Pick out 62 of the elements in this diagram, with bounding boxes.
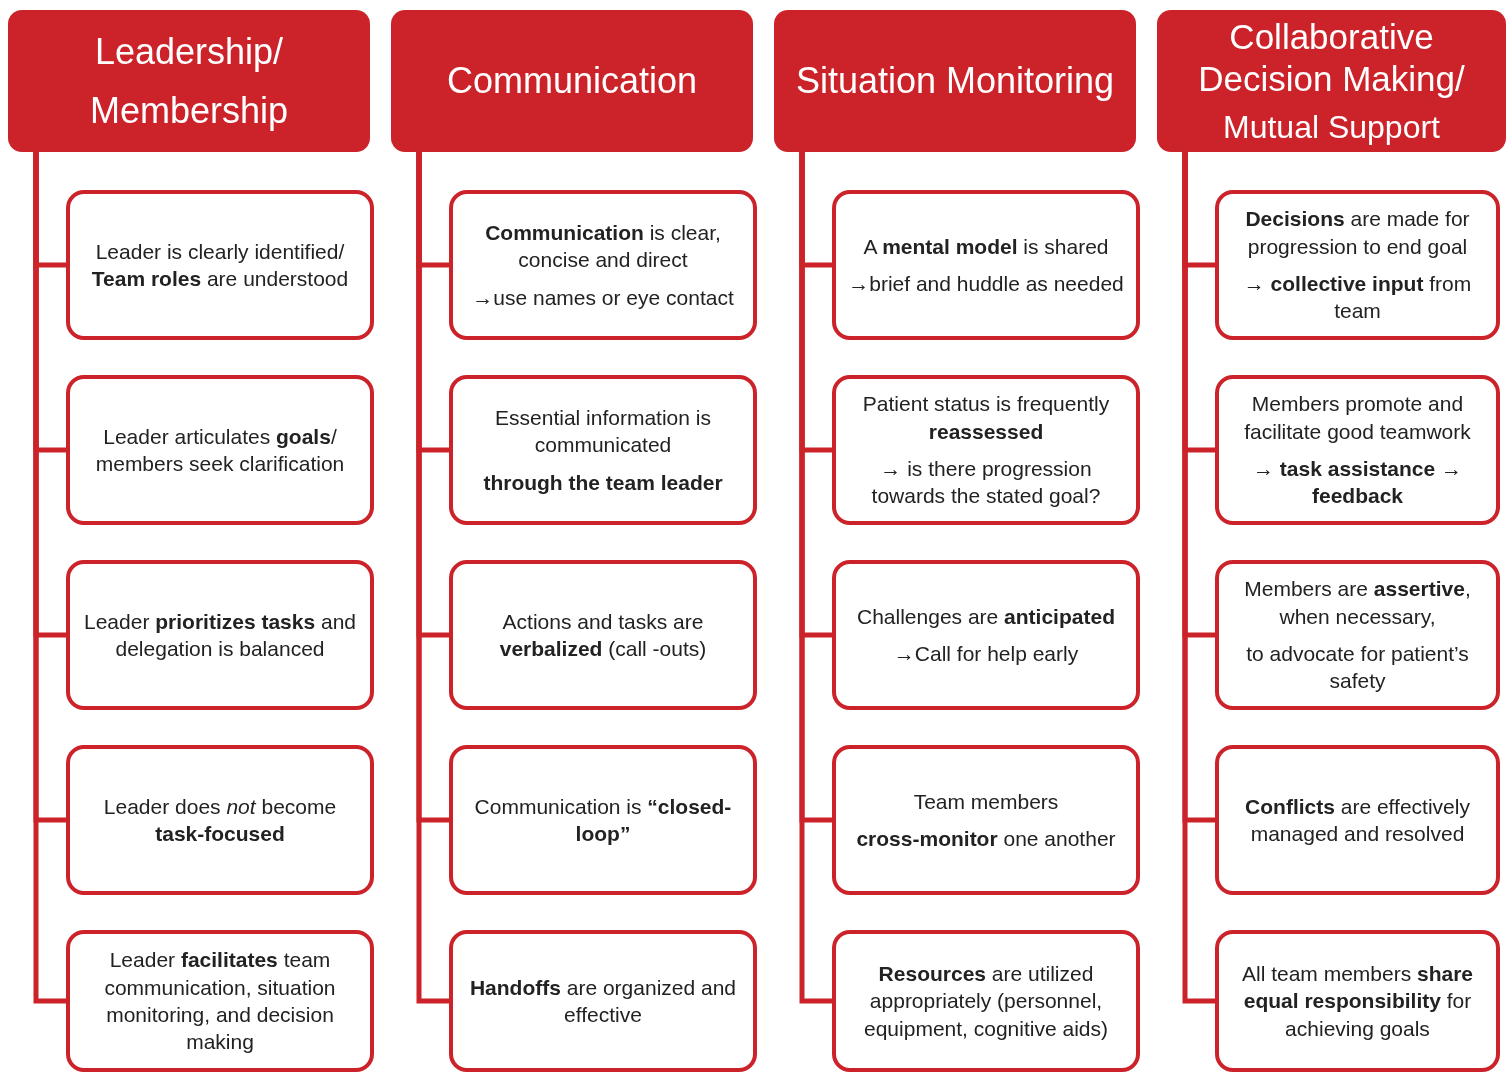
- item-text: Leader articulates goals/ members seek clarification: [94, 423, 346, 477]
- item-text: through the team leader: [483, 469, 723, 496]
- item-box: [449, 375, 757, 525]
- item-text: Patient status is frequently reassessed: [861, 391, 1111, 445]
- category-header: [1157, 10, 1506, 152]
- connector-line: [33, 152, 66, 1004]
- item-box: [449, 190, 757, 340]
- item-box: [832, 930, 1140, 1072]
- item-box: [1215, 190, 1500, 340]
- item-text: Members promote and facilitate good teamwork: [1243, 391, 1472, 445]
- item-box: [1215, 930, 1500, 1072]
- item-box: [449, 930, 757, 1072]
- item-box: [66, 375, 374, 525]
- item-box: [1215, 375, 1500, 525]
- item-text: Actions and tasks are verbalized (call -outs): [498, 608, 708, 662]
- item-text: Resources are utilized appropriately (personnel, equipment, cognitive aids): [863, 961, 1109, 1042]
- item-text: Conflicts are effectively managed and resolved: [1244, 793, 1471, 847]
- item-box: [1215, 560, 1500, 710]
- item-box: [832, 745, 1140, 895]
- item-box: [1215, 745, 1500, 895]
- item-box: [832, 375, 1140, 525]
- item-box: [449, 560, 757, 710]
- item-text: Members are assertive, when necessary,: [1243, 576, 1472, 630]
- item-text: Essential information is communicated: [494, 405, 712, 459]
- item-text: Team members: [913, 788, 1059, 815]
- item-text: → collective input from team: [1242, 271, 1473, 325]
- item-box: [832, 560, 1140, 710]
- header-text: Collaborative Decision Making/: [1197, 15, 1466, 100]
- item-box: [66, 745, 374, 895]
- item-text: Leader facilitates team communication, situation monitoring, and decision making: [103, 947, 337, 1056]
- item-text: Challenges are anticipated: [857, 603, 1115, 630]
- item-text: Leader is clearly identified/ Team roles are understood: [90, 238, 350, 292]
- item-text: → task assistance → feedback: [1252, 456, 1463, 510]
- category-header: [391, 10, 753, 152]
- header-text: Communication: [446, 59, 698, 104]
- item-box: [66, 560, 374, 710]
- item-text: →brief and huddle as needed: [848, 271, 1124, 297]
- item-text: →use names or eye contact: [472, 284, 734, 311]
- item-text: Handoffs are organized and effective: [468, 974, 738, 1028]
- item-text: All team members share equal responsibility for achieving goals: [1240, 961, 1475, 1042]
- item-text: →Call for help early: [893, 641, 1079, 667]
- connector-line: [1182, 152, 1215, 1004]
- item-text: A mental model is shared: [863, 233, 1109, 260]
- item-text: cross-monitor one another: [856, 826, 1116, 852]
- item-box: [66, 930, 374, 1072]
- item-text: Communication is “closed-loop”: [473, 793, 733, 847]
- item-text: Leader does not become task-focused: [102, 793, 338, 847]
- connector-line: [416, 152, 449, 1004]
- header-text: Mutual Support: [1223, 107, 1440, 147]
- item-text: Decisions are made for progression to end goal: [1244, 206, 1471, 260]
- item-text: to advocate for patient’s safety: [1245, 641, 1470, 695]
- header-text: Leadership/ Membership: [88, 29, 290, 133]
- connector-line: [799, 152, 832, 1004]
- category-header: [774, 10, 1136, 152]
- item-text: Communication is clear, concise and direct: [484, 220, 722, 274]
- item-box: [449, 745, 757, 895]
- item-box: [832, 190, 1140, 340]
- category-header: [8, 10, 370, 152]
- item-text: → is there progression towards the stated goal?: [870, 456, 1102, 510]
- header-text: Situation Monitoring: [795, 59, 1115, 104]
- item-box: [66, 190, 374, 340]
- item-text: Leader prioritizes tasks and delegation is balanced: [83, 608, 357, 662]
